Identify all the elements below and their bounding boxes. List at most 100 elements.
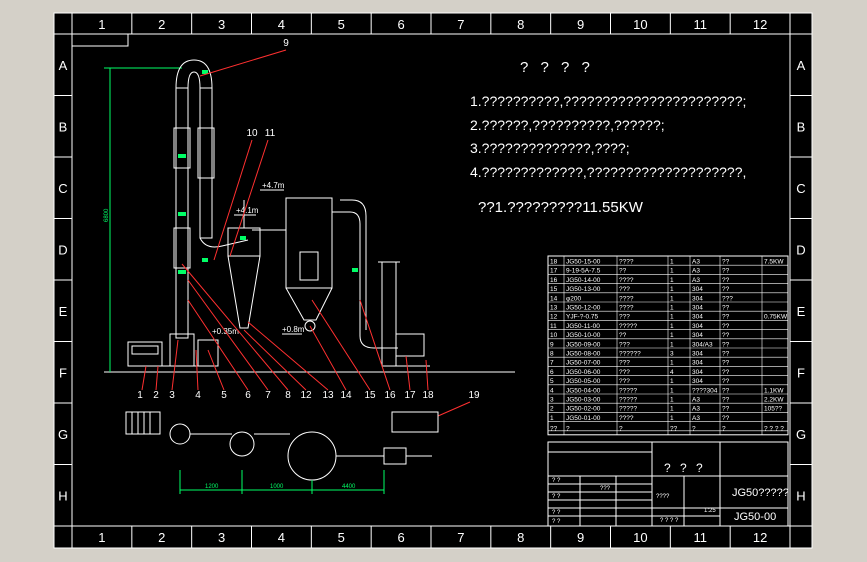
callout-15: 15: [364, 390, 376, 401]
bom-cell-mat: 304: [692, 286, 703, 293]
bom-cell-c6: ??: [722, 415, 730, 422]
column-label: 11: [694, 530, 708, 545]
bom-cell-c6: ??: [722, 397, 730, 404]
callout-12: 12: [300, 390, 312, 401]
bom-cell-c6: ??: [722, 314, 730, 321]
plan-dim-1: 1200: [205, 484, 219, 490]
bom-cell-name: ??????: [619, 351, 641, 358]
elev-4-1: +4.1m: [236, 206, 259, 215]
bom-cell-mat: ????304: [692, 387, 718, 394]
note-line-3: 3.??????????????,????;: [470, 140, 630, 156]
bom-cell-mat: 304: [692, 305, 703, 312]
bom-cell-qty: 1: [670, 341, 674, 348]
row-label: D: [58, 242, 67, 257]
plan-heater: [125, 411, 161, 435]
bom-cell-rem: 105??: [764, 406, 782, 413]
bom-cell-no: 16: [550, 277, 558, 284]
bom-cell-qty: 3: [670, 351, 674, 358]
bom-cell-c6: ???: [722, 295, 733, 302]
corner-tag: [71, 33, 129, 47]
duct-to-cyclone: [199, 237, 249, 248]
bom-cell-name: ?????: [619, 323, 637, 330]
row-label: G: [58, 427, 68, 442]
callout-2: 2: [153, 390, 159, 401]
callout-8: 8: [285, 390, 291, 401]
bom-cell-name: ???: [619, 378, 630, 385]
column-label: 7: [457, 17, 464, 32]
bom-cell-qty: 1: [670, 378, 674, 385]
column-label: 8: [517, 17, 524, 32]
row-label: H: [58, 488, 67, 503]
elev-4-7: +4.7m: [262, 181, 285, 190]
bom-cell-qty: 1: [670, 415, 674, 422]
title-block-text: ? ? ? JG50????? JG50-00 ???? 1:25 ? ? ? …: [552, 461, 789, 525]
column-label: 9: [577, 17, 584, 32]
column-label: 3: [218, 530, 225, 545]
column-label: 12: [753, 530, 767, 545]
bom-header-c6: ?: [722, 426, 726, 433]
bom-cell-code: JG50-13-00: [566, 286, 601, 293]
drying-tube-right: [199, 87, 213, 239]
bom-cell-c6: ??: [722, 305, 730, 312]
bom-cell-rem: 1.1KW: [764, 387, 784, 394]
plan-dim-3: 4400: [342, 484, 356, 490]
bom-cell-name: ???: [619, 314, 630, 321]
bom-cell-code: JG50-09-00: [566, 341, 601, 348]
bom-cell-no: 15: [550, 286, 558, 293]
bom-cell-no: 10: [550, 332, 558, 339]
bag-filter-hopper: [285, 287, 333, 321]
callout-4: 4: [195, 390, 201, 401]
bom-cell-code: JG50-11-00: [566, 323, 600, 330]
drawing-number: JG50-00: [734, 511, 776, 523]
bom-cell-name: ????: [619, 259, 634, 266]
bom-cell-mat: A3: [692, 277, 700, 284]
bom-cell-mat: 304: [692, 323, 703, 330]
bom-cell-qty: 1: [670, 295, 674, 302]
bom-cell-code: JG50-04-00: [566, 387, 601, 394]
bom-cell-no: 13: [550, 305, 558, 312]
plan-cyclone: [229, 431, 255, 457]
bom-cell-code: JG50-06-00: [566, 369, 601, 376]
bom-cell-mat: A3: [692, 268, 700, 275]
column-label: 2: [158, 530, 165, 545]
bom-cell-code: JG50-08-00: [566, 351, 601, 358]
callout-9: 9: [283, 38, 289, 49]
bom-cell-name: ??: [619, 332, 627, 339]
row-label: F: [797, 365, 805, 380]
bom-cell-no: 1: [550, 415, 554, 422]
column-label: 12: [753, 17, 767, 32]
column-label: 1: [98, 530, 105, 545]
row-label: F: [59, 365, 67, 380]
bom-cell-code: JG50-01-00: [566, 415, 601, 422]
note-line-1: 1.??????????,???????????????????????;: [470, 93, 746, 109]
note-line-4: 4.?????????????,????????????????????,: [470, 164, 746, 180]
bom-cell-no: 6: [550, 369, 554, 376]
bom-cell-qty: 1: [670, 314, 674, 321]
bom-cell-rem: 2.2KW: [764, 397, 784, 404]
bom-cell-rem: 7.5KW: [764, 259, 784, 266]
bom-cell-qty: 1: [670, 332, 674, 339]
row-label: C: [58, 181, 67, 196]
bom-header-no: ??: [550, 426, 558, 433]
callout-19: 19: [468, 390, 480, 401]
bom-cell-no: 17: [550, 268, 558, 275]
bom-cell-qty: 1: [670, 406, 674, 413]
bom-cell-mat: 304: [692, 351, 703, 358]
bom-cell-mat: 304: [692, 332, 703, 339]
row-label: A: [59, 58, 68, 73]
bom-cell-no: 7: [550, 360, 554, 367]
sheet-info: ? ? ? ?: [660, 518, 679, 524]
drawing-title: ? ? ?: [664, 461, 706, 475]
bom-cell-mat: 304: [692, 360, 703, 367]
column-label: 5: [338, 530, 345, 545]
bom-cell-name: ???: [619, 360, 630, 367]
bom-cell-c6: ??: [722, 406, 730, 413]
drying-tube-left: [175, 87, 189, 339]
bom-cell-no: 18: [550, 259, 558, 266]
bom-cell-code: YJF-?-0.75: [566, 314, 599, 321]
bom-cell-mat: A3: [692, 415, 700, 422]
callout-16: 16: [384, 390, 396, 401]
exhaust-fan: [395, 333, 425, 357]
bom-cell-code: JG50-14-00: [566, 277, 601, 284]
